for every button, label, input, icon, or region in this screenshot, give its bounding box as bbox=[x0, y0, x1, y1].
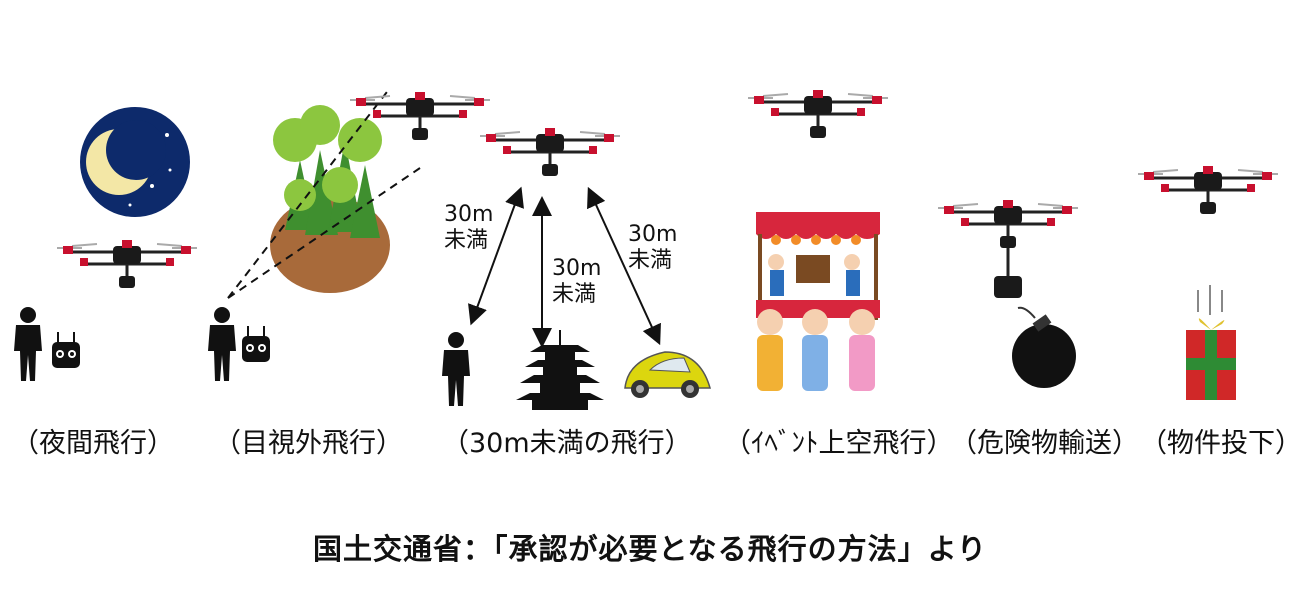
payload-mount bbox=[994, 276, 1022, 298]
drone-icon bbox=[1136, 164, 1280, 216]
caption-event-flight: （ｲﾍﾞﾝﾄ上空飛行） bbox=[724, 428, 954, 459]
controller-icon bbox=[51, 331, 81, 369]
distance-arrow-right bbox=[587, 186, 661, 346]
festival-stall-icon bbox=[756, 212, 880, 391]
caption-object-drop: （物件投下） bbox=[1140, 428, 1300, 459]
person-icon bbox=[442, 332, 470, 406]
car-icon bbox=[624, 351, 711, 398]
caption-hazard-transport: （危険物輸送） bbox=[950, 428, 1139, 459]
distance-value: 30m bbox=[628, 222, 678, 247]
caption-under-30m-flight: （30m未満の飛行） bbox=[442, 428, 692, 459]
caption-bvlos-flight: （目視外飛行） bbox=[214, 428, 403, 459]
distance-label-center: 30m 未満 bbox=[552, 256, 601, 308]
distance-value: 30m bbox=[444, 202, 494, 227]
sightline-upper bbox=[227, 87, 391, 299]
person-icon bbox=[208, 307, 236, 381]
drone-icon bbox=[55, 238, 199, 290]
distance-label-left: 30m 未満 bbox=[444, 202, 493, 254]
drone-icon bbox=[478, 126, 622, 178]
controller-icon bbox=[241, 325, 271, 363]
caption-night-flight: （夜間飛行） bbox=[12, 428, 174, 459]
distance-qualifier: 未満 bbox=[444, 228, 489, 253]
distance-arrow-left bbox=[468, 186, 524, 326]
distance-qualifier: 未満 bbox=[628, 248, 673, 273]
drone-icon bbox=[936, 198, 1080, 250]
sightline-lower bbox=[227, 167, 421, 299]
distance-value: 30m bbox=[552, 256, 602, 281]
person-icon bbox=[14, 307, 42, 381]
drone-icon bbox=[746, 88, 890, 140]
forest-icon bbox=[270, 105, 390, 293]
pagoda-icon bbox=[516, 330, 604, 410]
distance-label-right: 30m 未満 bbox=[628, 222, 677, 274]
gift-box-icon bbox=[1186, 318, 1236, 400]
source-footer: 国土交通省：「承認が必要となる飛行の方法」より bbox=[312, 532, 988, 566]
distance-qualifier: 未満 bbox=[552, 282, 597, 307]
moon-icon bbox=[80, 107, 190, 217]
bomb-icon bbox=[1012, 306, 1076, 388]
